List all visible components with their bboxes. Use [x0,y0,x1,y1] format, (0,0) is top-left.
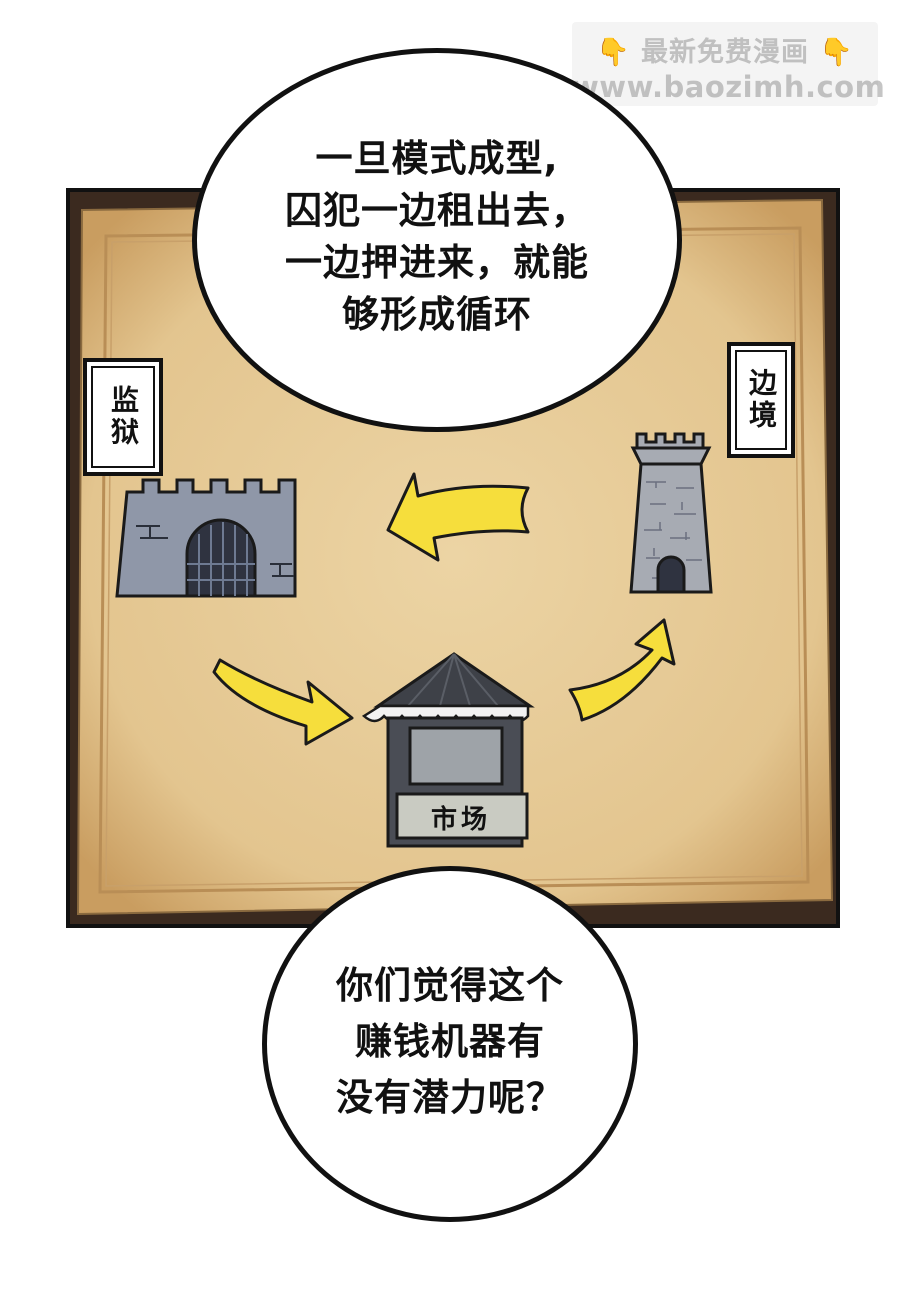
prison-icon [115,478,297,598]
market-label: 市场 [430,804,491,835]
speech-text-bottom: 你们觉得这个 赚钱机器有 没有潜力呢？ [336,964,564,1119]
watermark-url: www.baozimh.com [572,70,886,104]
market-stall-icon [361,652,535,848]
arrow-market-to-border [568,618,676,722]
speech-bubble-bottom: 你们觉得这个 赚钱机器有 没有潜力呢？ [262,866,638,1222]
speech-bubble-top: 一旦模式成型, 囚犯一边租出去， 一边押进来，就能 够形成循环 [192,48,682,432]
prison-label: 监狱 [107,385,140,449]
arrow-prison-to-market [212,658,354,746]
watermark-title: 最新免费漫画 [641,37,809,68]
watchtower-icon [629,432,713,594]
prison-sign: 监狱 [83,358,163,476]
pointing-down-hand-icon: 👇 [819,37,855,68]
pointing-down-hand-icon: 👇 [595,37,631,68]
border-sign: 边境 [727,342,795,458]
watermark: 👇 最新免费漫画 👇 www.baozimh.com [572,22,886,106]
speech-text-top: 一旦模式成型, 囚犯一边租出去， 一边押进来，就能 够形成循环 [285,137,589,336]
arrow-border-to-prison [386,472,530,562]
border-label: 边境 [745,368,778,432]
